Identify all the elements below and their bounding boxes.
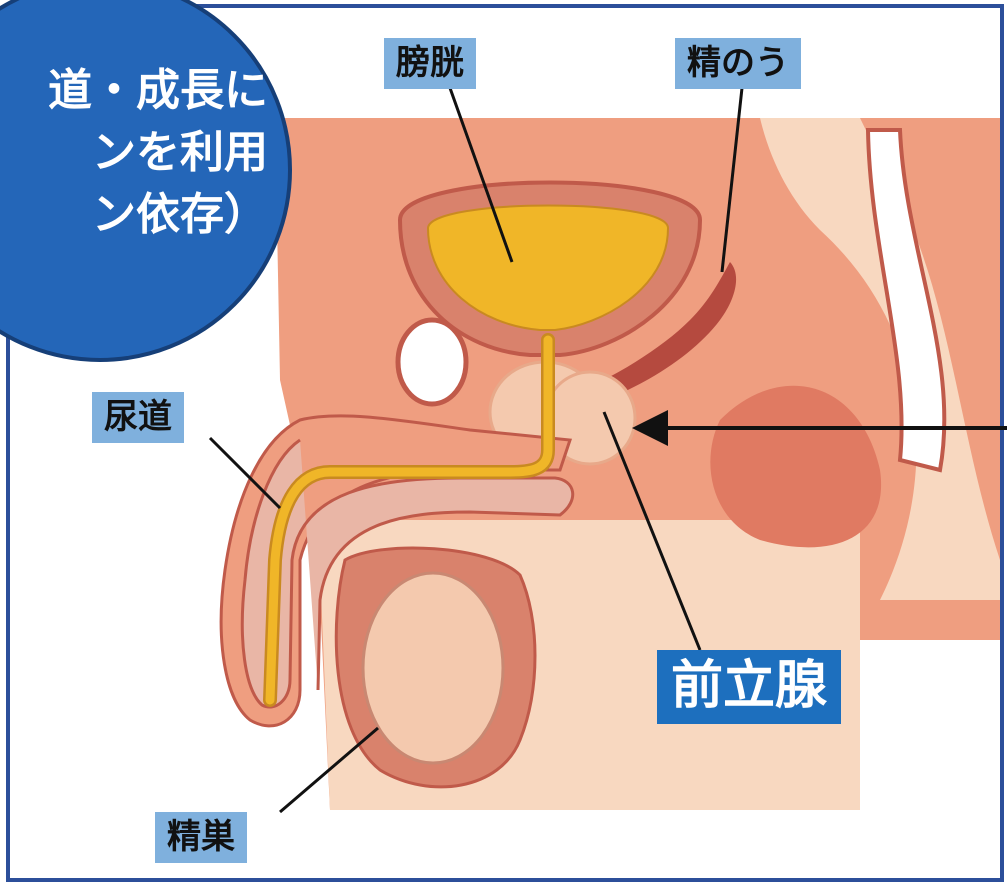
callout-line-2: ンを利用 xyxy=(0,122,268,184)
callout-text: 道・成長に ンを利用 ン依存） xyxy=(0,60,268,246)
urethra-label: 尿道 xyxy=(92,392,184,443)
seminal-vesicle-label: 精のう xyxy=(675,38,801,89)
callout-line-1: 道・成長に xyxy=(0,60,268,122)
testis xyxy=(363,573,503,763)
pubic-bone xyxy=(398,320,466,404)
callout-line-3: ン依存） xyxy=(0,184,268,246)
bladder-label: 膀胱 xyxy=(384,38,476,89)
prostate-label: 前立腺 xyxy=(657,650,841,724)
testis-label: 精巣 xyxy=(155,812,247,863)
